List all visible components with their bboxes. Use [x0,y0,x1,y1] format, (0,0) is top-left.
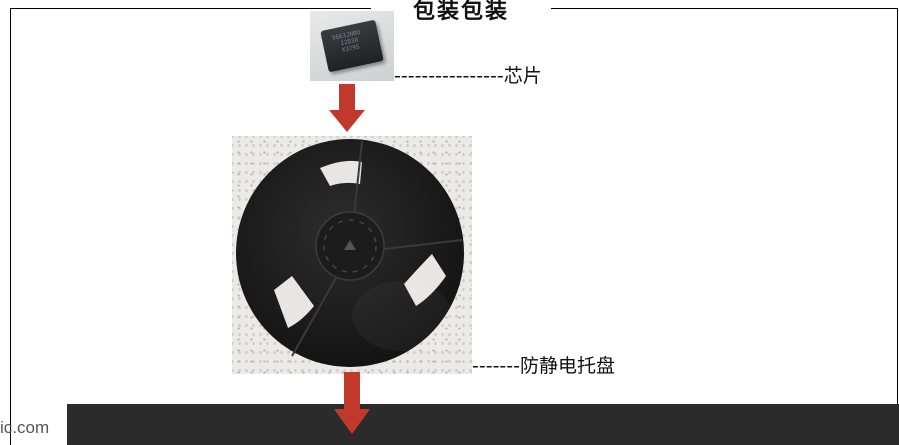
chip-label: ----------------芯片 [394,65,542,87]
diagram-frame: 包装包装 [10,0,898,445]
chip-body: 9663JNBU 12830 X3795 [320,19,384,73]
bottom-bar [67,404,899,445]
page-title: 包装包装 [371,0,551,24]
down-arrow-icon [334,372,370,434]
reel-icon [236,139,464,367]
watermark-text: ic.com [0,418,50,437]
reel-label: -------防静电托盘 [472,355,615,377]
reel-photo [232,136,472,374]
chip-marking: 9663JNBU 12830 X3795 [331,29,362,56]
chip-photo: 9663JNBU 12830 X3795 [310,11,394,81]
down-arrow-icon [329,84,365,132]
